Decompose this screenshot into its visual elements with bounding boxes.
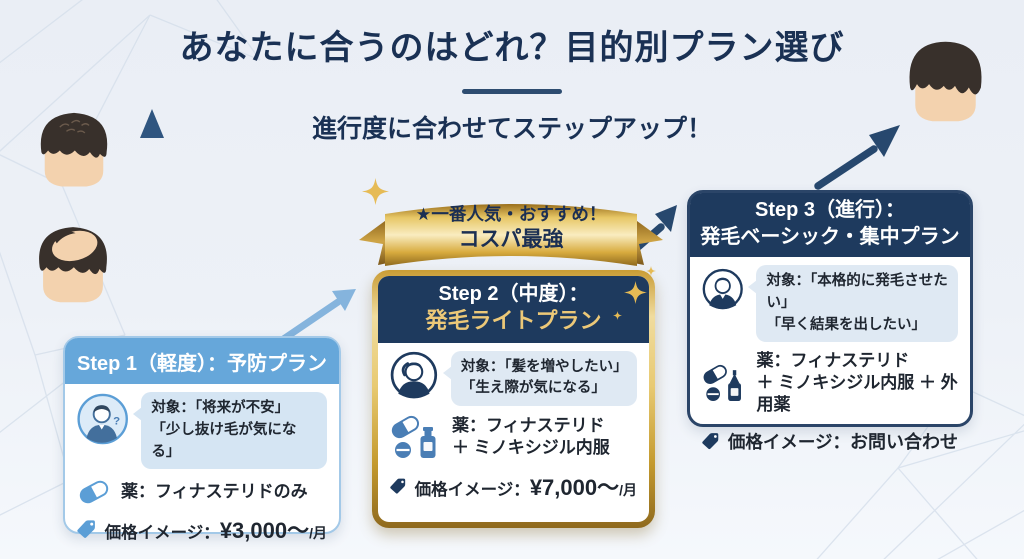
step3-header: Step 3（進行）： 発毛ベーシック・集中プラン <box>690 193 970 257</box>
sparkle-icon <box>362 178 389 205</box>
page-title: あなたに合うのはどれ？目的別プラン選び <box>179 29 845 67</box>
arrow-step1-to-step2-icon <box>278 289 356 344</box>
step3-price-value: お問い合わせ <box>850 431 958 452</box>
step2-medicine-line1: 薬：フィナステリド <box>452 416 605 435</box>
step3-price-text: 価格イメージ：お問い合わせ <box>728 428 958 454</box>
step2-medicine-row: 薬：フィナステリド ＋ ミノキシジル内服 <box>390 414 637 460</box>
step3-target-row: 対象：「本格的に発毛させたい」 「早く結果を出したい」 <box>702 265 958 343</box>
person-businessman-icon <box>702 268 743 310</box>
step1-header: Step 1（軽度）：予防プラン <box>65 338 339 384</box>
step2-medicine-text: 薬：フィナステリド ＋ ミノキシジル内服 <box>452 415 610 459</box>
hair-stage-advanced-illustration <box>39 227 107 303</box>
sparkle-icon <box>624 281 647 304</box>
step2-target-bubble: 対象：「髪を増やしたい」 「生え際が気になる」 <box>442 350 637 407</box>
capsule-tablet-bottle-icon <box>391 416 436 459</box>
step3-medicine-line2: ＋ ミノキシジル内服 ＋ 外用薬 <box>756 373 958 415</box>
sparkle-icon <box>646 266 656 276</box>
step2-price-text: 価格イメージ：¥7,000〜/月 <box>415 470 637 502</box>
step3-price-label: 価格イメージ： <box>727 431 850 452</box>
arrow-step3-to-result-icon <box>814 125 900 190</box>
step3-card: Step 3（進行）： 発毛ベーシック・集中プラン 対象：「本格的に発毛させたい… <box>687 190 973 452</box>
ribbon-text: ★一番人気・おすすめ！ コスパ最強 <box>357 203 665 253</box>
step2-price-unit: /月 <box>619 482 637 499</box>
best-seller-ribbon: ★一番人気・おすすめ！ コスパ最強 <box>357 190 665 278</box>
step2-target-line1: 対象：「髪を増やしたい」 <box>460 358 628 375</box>
step2-card-inner: Step 2（中度）： 発毛ライトプラン 対象：「髪を増やしたい」 「生え際が気… <box>378 276 649 522</box>
step1-price-unit: /月 <box>309 525 327 542</box>
step1-target-line2: 「少し抜け毛が気になる」 <box>151 421 297 460</box>
price-tag-icon <box>77 520 95 539</box>
svg-text:?: ? <box>113 416 120 428</box>
step3-body: 対象：「本格的に発毛させたい」 「早く結果を出したい」 <box>690 257 970 464</box>
price-tag-icon <box>390 478 406 494</box>
step1-price-text: 価格イメージ：¥3,000〜/月 <box>105 513 327 545</box>
ribbon-line2: コスパ最強 <box>458 227 564 251</box>
arrow-up-icon <box>140 109 164 292</box>
ribbon-banner-icon <box>359 204 663 266</box>
step3-medicine-text: 薬：フィナステリド ＋ ミノキシジル内服 ＋ 外用薬 <box>757 350 958 416</box>
step1-target-row: ? 対象：「将来が不安」 「少し抜け毛が気になる」 <box>77 392 327 470</box>
person-hairline-icon <box>390 351 438 398</box>
step3-target-line2: 「早く結果を出したい」 <box>766 316 926 333</box>
step3-medicine-row: 薬：フィナステリド ＋ ミノキシジル内服 ＋ 外用薬 <box>702 350 958 416</box>
step3-target-bubble: 対象：「本格的に発毛させたい」 「早く結果を出したい」 <box>748 265 958 343</box>
step3-target-line1: 対象：「本格的に発毛させたい」 <box>766 273 948 311</box>
step1-target-line1: 対象：「将来が不安」 <box>151 400 290 416</box>
step2-price-label: 価格イメージ： <box>414 481 530 500</box>
step1-body: ? 対象：「将来が不安」 「少し抜け毛が気になる」 薬：フィナステリドのみ <box>65 384 339 552</box>
hair-full-illustration <box>909 41 982 122</box>
step1-target-bubble: 対象：「将来が不安」 「少し抜け毛が気になる」 <box>133 392 327 470</box>
step2-header-line2: 発毛ライトプラン <box>425 308 602 333</box>
step2-header: Step 2（中度）： 発毛ライトプラン <box>378 276 649 343</box>
step1-medicine-text: 薬：フィナステリドのみ <box>121 482 308 502</box>
step1-card: Step 1（軽度）：予防プラン ? 対象：「将来が不安」 「少し抜け毛が気にな… <box>63 336 341 543</box>
step2-card: Step 2（中度）： 発毛ライトプラン 対象：「髪を増やしたい」 「生え際が気… <box>372 270 655 528</box>
step2-medicine-line2: ＋ ミノキシジル内服 <box>452 438 610 458</box>
sparkle-icon <box>613 311 622 320</box>
step3-header-line2: 発毛ベーシック・集中プラン <box>700 226 960 248</box>
step1-medicine-row: 薬：フィナステリドのみ <box>77 478 327 506</box>
step3-price-row: 価格イメージ：お問い合わせ <box>702 424 958 458</box>
step2-header-line1: Step 2（中度）： <box>438 283 589 305</box>
title-divider <box>462 89 562 94</box>
ribbon-line1: ★一番人気・おすすめ！ <box>415 204 607 224</box>
step3-medicine-line1: 薬：フィナステリド <box>756 351 910 371</box>
page-subtitle: 進行度に合わせてステップアップ！ <box>311 115 712 143</box>
step3-header-line1: Step 3（進行）： <box>754 199 906 221</box>
step2-price-row: 価格イメージ：¥7,000〜/月 <box>390 467 637 505</box>
step2-target-row: 対象：「髪を増やしたい」 「生え際が気になる」 <box>390 350 637 407</box>
person-worried-icon: ? <box>77 393 128 445</box>
step2-price-value: ¥7,000〜 <box>529 475 620 501</box>
step1-price-value: ¥3,000〜 <box>219 518 310 544</box>
step1-price-label: 価格イメージ： <box>104 524 220 543</box>
hair-stage-mild-illustration <box>40 112 108 187</box>
step1-price-row: 価格イメージ：¥3,000〜/月 <box>77 512 327 546</box>
capsule-icon <box>79 480 109 504</box>
step2-body: 対象：「髪を増やしたい」 「生え際が気になる」 <box>378 343 649 512</box>
capsule-tablet-dropper-icon <box>703 365 741 402</box>
price-tag-icon <box>702 432 719 449</box>
step2-target-line2: 「生え際が気になる」 <box>460 380 606 397</box>
